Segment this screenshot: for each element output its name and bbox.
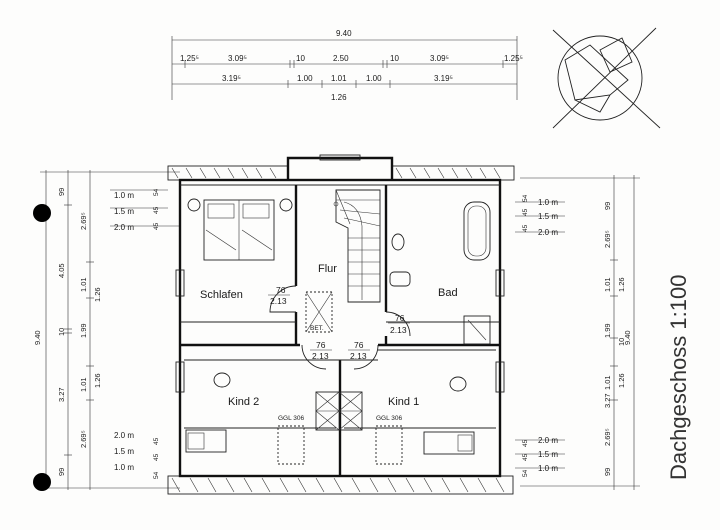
dim-right-i-5: 1.26: [617, 373, 626, 388]
hatch-label: BET.: [310, 325, 324, 332]
doors: 76 2.13 76 2.13 76 2.13 76 2.13: [268, 285, 411, 370]
room-label-schlafen: Schlafen: [200, 289, 243, 301]
dim-left-o-1: 4.05: [57, 263, 66, 278]
dim-left-i-6: 2.69⁵: [79, 430, 88, 448]
dim-right-o-2: 10: [617, 338, 626, 346]
dim-left-o-0: 99: [57, 188, 66, 196]
dim-left-i-1: 1.01: [79, 277, 88, 292]
dim-left-i-4: 1.01: [79, 377, 88, 392]
window-label-kind2: GGL 306: [278, 415, 305, 422]
h-top-l-2: 45: [153, 222, 160, 230]
height-label-r2: 1.5 m: [538, 212, 558, 221]
dim-top-r1-2: 10: [296, 54, 305, 63]
door-4-height: 2.13: [350, 351, 367, 361]
height-label-rb2: 1.5 m: [538, 450, 558, 459]
dim-left-i-0: 2.69⁵: [79, 212, 88, 230]
door-2-height: 2.13: [390, 325, 407, 335]
dim-top-r1-4: 10: [390, 54, 399, 63]
window-label-kind1: GGL 306: [376, 415, 403, 422]
dim-right-o-0: 99: [603, 202, 612, 210]
h-top-l-0: 54: [153, 188, 160, 196]
walls: [175, 154, 505, 478]
room-label-kind1: Kind 1: [388, 396, 419, 408]
height-label-rb3: 2.0 m: [538, 436, 558, 445]
staircase: [333, 189, 381, 303]
door-4-width: 76: [354, 340, 364, 350]
height-label-rb1: 1.0 m: [538, 464, 558, 473]
left-dimensions: 9.40 99 4.05 10 3.27 99 2.69⁵ 1.01 1.26 …: [33, 170, 180, 490]
door-2-width: 76: [395, 313, 405, 323]
dim-right-i-4: 1.01: [603, 375, 612, 390]
dim-top-r1-5: 3.09⁵: [430, 54, 449, 63]
h-bot-r-2: 54: [522, 469, 529, 477]
h-bot-l-1: 45: [153, 453, 160, 461]
dim-top-r2-0: 3.19⁵: [222, 74, 241, 83]
h-top-l-1: 45: [153, 206, 160, 214]
height-label-l1: 1.0 m: [114, 191, 134, 200]
h-top-r-0: 54: [522, 194, 529, 202]
dim-top-r2-2: 1.01: [331, 74, 347, 83]
punch-hole-top-icon: [33, 204, 51, 222]
dim-top-r1-1: 3.09⁵: [228, 54, 247, 63]
height-label-l2: 1.5 m: [114, 207, 134, 216]
dim-left-o-2: 10: [57, 328, 66, 336]
roof-windows: GGL 306 GGL 306 BET.: [277, 291, 403, 465]
dim-right-i-0: 2.69⁵: [603, 230, 612, 248]
h-bot-l-0: 45: [153, 437, 160, 445]
dim-right-o-4: 99: [603, 468, 612, 476]
bathroom-fixtures: [389, 201, 491, 345]
dim-left-i-2: 1.26: [93, 287, 102, 302]
door-1-height: 2.13: [270, 296, 287, 306]
height-label-l3: 2.0 m: [114, 223, 134, 232]
dim-top-r1-6: 1.25⁵: [504, 54, 523, 63]
dim-top-r1-0: 1.25⁵: [180, 54, 199, 63]
top-dimensions: 9.40 1.25⁵ 3.09⁵ 10 2.50 10 3.09⁵ 1.25⁵ …: [171, 29, 523, 102]
dim-top-r3-0: 1.26: [331, 93, 347, 102]
dim-right-i-2: 1.26: [617, 277, 626, 292]
roof-eaves: [167, 165, 515, 495]
dim-top-r2-4: 3.19⁵: [434, 74, 453, 83]
height-label-lb3: 2.0 m: [114, 431, 134, 440]
door-1-width: 76: [276, 285, 286, 295]
punch-hole-bottom-icon: [33, 473, 51, 491]
dim-right-overall: 9.40: [623, 330, 632, 345]
dim-left-overall: 9.40: [33, 330, 42, 345]
room-label-bad: Bad: [438, 287, 458, 299]
height-label-r3: 2.0 m: [538, 228, 558, 237]
height-label-lb2: 1.5 m: [114, 447, 134, 456]
dim-top-overall: 9.40: [336, 29, 352, 38]
room-label-kind2: Kind 2: [228, 396, 259, 408]
door-3-height: 2.13: [312, 351, 329, 361]
dim-right-i-6: 2.69⁵: [603, 428, 612, 446]
h-bot-r-0: 45: [522, 439, 529, 447]
dim-top-r2-1: 1.00: [297, 74, 313, 83]
dim-left-o-3: 3.27: [57, 387, 66, 402]
dim-top-r1-3: 2.50: [333, 54, 349, 63]
beds: [185, 198, 475, 455]
h-bot-r-1: 45: [522, 453, 529, 461]
height-label-r1: 1.0 m: [538, 198, 558, 207]
height-label-lb1: 1.0 m: [114, 463, 134, 472]
h-top-r-1: 45: [522, 208, 529, 216]
north-arrow-icon: [552, 27, 661, 129]
h-bot-l-2: 54: [153, 471, 160, 479]
dim-right-o-1: 3.27: [603, 393, 612, 408]
door-3-width: 76: [316, 340, 326, 350]
sheet-title: Dachgeschoss 1:100: [666, 275, 691, 480]
dim-left-i-5: 1.26: [93, 373, 102, 388]
dim-right-i-3: 1.99: [603, 323, 612, 338]
h-top-r-2: 45: [522, 224, 529, 232]
dim-left-i-3: 1.99: [79, 323, 88, 338]
dim-left-o-4: 99: [57, 468, 66, 476]
dim-right-i-1: 1.01: [603, 277, 612, 292]
room-label-flur: Flur: [318, 263, 337, 275]
dim-top-r2-3: 1.00: [366, 74, 382, 83]
right-dimensions: 9.40 99 2.69⁵ 1.01 1.26 1.99 10 1.01 1.2…: [515, 175, 640, 490]
